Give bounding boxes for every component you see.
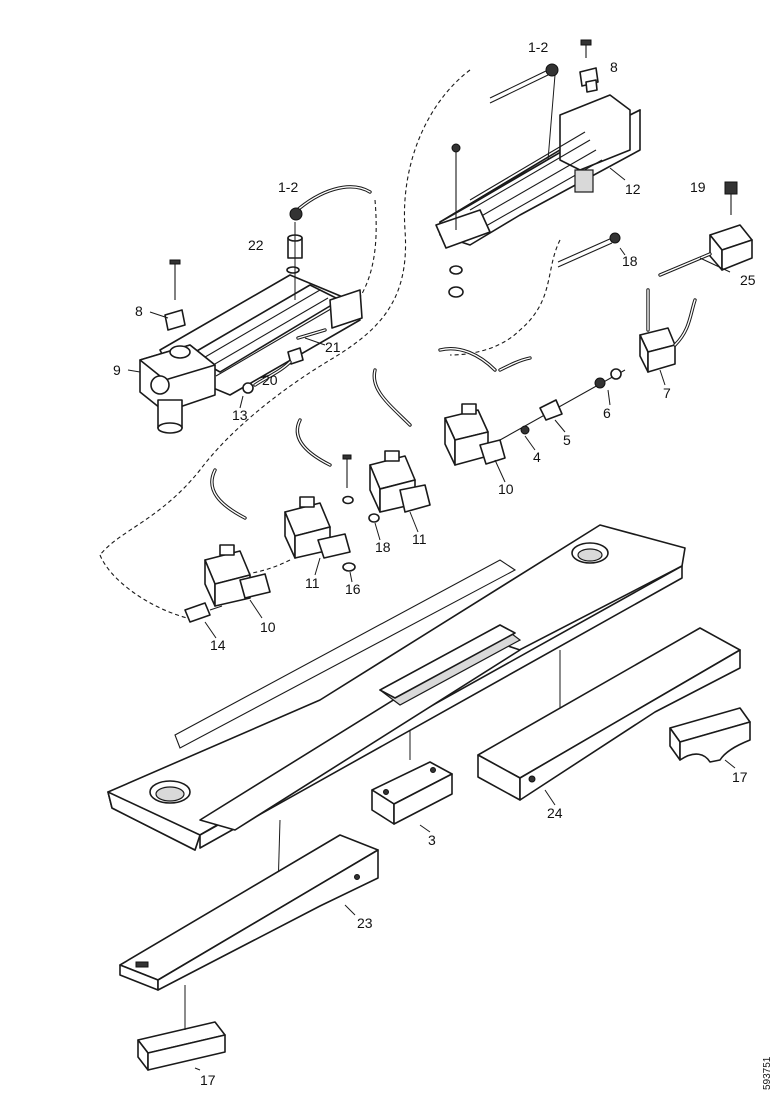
beam-23 (119, 834, 379, 991)
callout-1-2-top: 1-2 (528, 39, 548, 55)
callout-11-right: 11 (412, 531, 427, 547)
long-bolt-18-top (557, 232, 621, 268)
callout-18-top: 18 (622, 253, 638, 269)
callout-22: 22 (248, 237, 264, 253)
callout-10-left: 10 (260, 619, 276, 635)
block-3 (371, 761, 453, 825)
solenoid-valve-11-right (369, 450, 431, 513)
screw-washer-18-16 (342, 454, 380, 572)
callout-12: 12 (625, 181, 641, 197)
callout-9: 9 (113, 362, 121, 378)
fitting-20 (253, 347, 304, 387)
solenoid-valve-10-right (444, 403, 506, 466)
bolt-1-2-left (289, 185, 372, 221)
callout-leaders (127, 167, 736, 1071)
drawing-code: 593751 (762, 1056, 773, 1090)
fitting-13 (242, 382, 254, 394)
fitting-chain-6-5-4 (499, 368, 626, 441)
callout-8-top: 8 (610, 59, 618, 75)
callout-17-right: 17 (732, 769, 748, 785)
long-bolt-1-2-top (489, 63, 559, 104)
beam-24 (477, 627, 741, 801)
callout-5: 5 (563, 432, 571, 448)
callout-20: 20 (262, 372, 278, 388)
callout-labels: 1-2 8 12 19 25 18 1-2 22 8 9 21 20 13 7 … (113, 39, 773, 1090)
callout-11-left: 11 (305, 575, 320, 591)
fitting-14 (184, 602, 223, 623)
callout-4: 4 (533, 449, 541, 465)
solenoid-valve-10-left (204, 544, 271, 607)
screw-and-bracket-8-top (579, 39, 599, 93)
callout-10-right: 10 (498, 481, 514, 497)
vertical-bolt-12 (448, 143, 464, 298)
spacer-22 (286, 222, 303, 300)
valve-7 (639, 288, 697, 373)
callout-21: 21 (325, 339, 341, 355)
valve-25 (658, 224, 753, 277)
callout-14: 14 (210, 637, 226, 653)
screw-and-bracket-8-left (164, 259, 186, 331)
base-plate (107, 524, 686, 891)
callout-6: 6 (603, 405, 611, 421)
callout-1-2-left: 1-2 (278, 179, 298, 195)
callout-8-left: 8 (135, 303, 143, 319)
callout-16: 16 (345, 581, 361, 597)
cylinder-assembly-9 (139, 274, 363, 434)
callout-18-mid: 18 (375, 539, 391, 555)
callout-23: 23 (357, 915, 373, 931)
callout-17-bottom: 17 (200, 1072, 216, 1088)
fitting-19 (724, 181, 738, 215)
cylinder-assembly-12 (435, 74, 641, 249)
callout-24: 24 (547, 805, 563, 821)
callout-25: 25 (740, 272, 756, 288)
tubing (210, 347, 532, 520)
callout-7: 7 (663, 385, 671, 401)
callout-13: 13 (232, 407, 248, 423)
fitting-21 (296, 328, 327, 340)
callout-3: 3 (428, 832, 436, 848)
bracket-17-right (669, 707, 751, 763)
callout-19: 19 (690, 179, 706, 195)
solenoid-valve-11-left (284, 496, 351, 559)
bracket-17-bottom (137, 985, 226, 1071)
